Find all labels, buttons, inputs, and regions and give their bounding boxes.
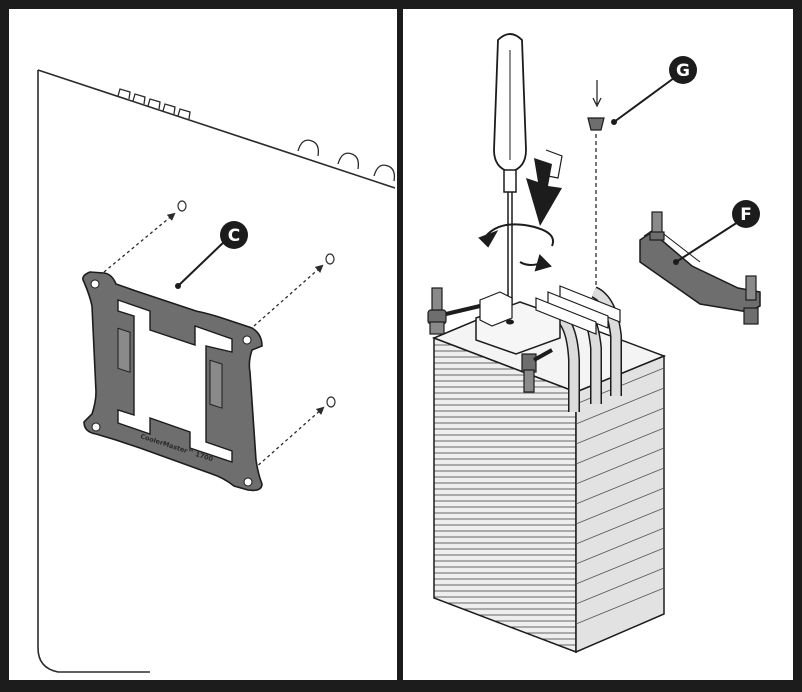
screw-g <box>587 80 605 290</box>
right-panel: G F <box>427 33 761 654</box>
callout-f: F <box>673 200 760 265</box>
motherboard-outline <box>37 69 396 673</box>
left-panel: CoolerMaster™ 1700 C <box>37 69 396 673</box>
callout-g: G <box>611 56 697 125</box>
callout-f-label: F <box>740 205 752 225</box>
mounting-bar-f <box>639 211 761 325</box>
motherboard-ports <box>117 88 396 182</box>
fin-lines-side <box>575 367 665 625</box>
top-fin-tabs <box>535 285 621 335</box>
panel-divider <box>397 0 403 692</box>
mounting-posts <box>427 287 553 393</box>
callout-g-label: G <box>676 61 690 81</box>
callout-c: C <box>175 221 248 289</box>
callout-c-label: C <box>228 226 240 246</box>
down-arrow <box>526 149 563 226</box>
backplate-bracket: CoolerMaster™ 1700 <box>82 271 263 492</box>
rotation-arrow <box>478 223 554 272</box>
heatsink <box>431 285 667 654</box>
